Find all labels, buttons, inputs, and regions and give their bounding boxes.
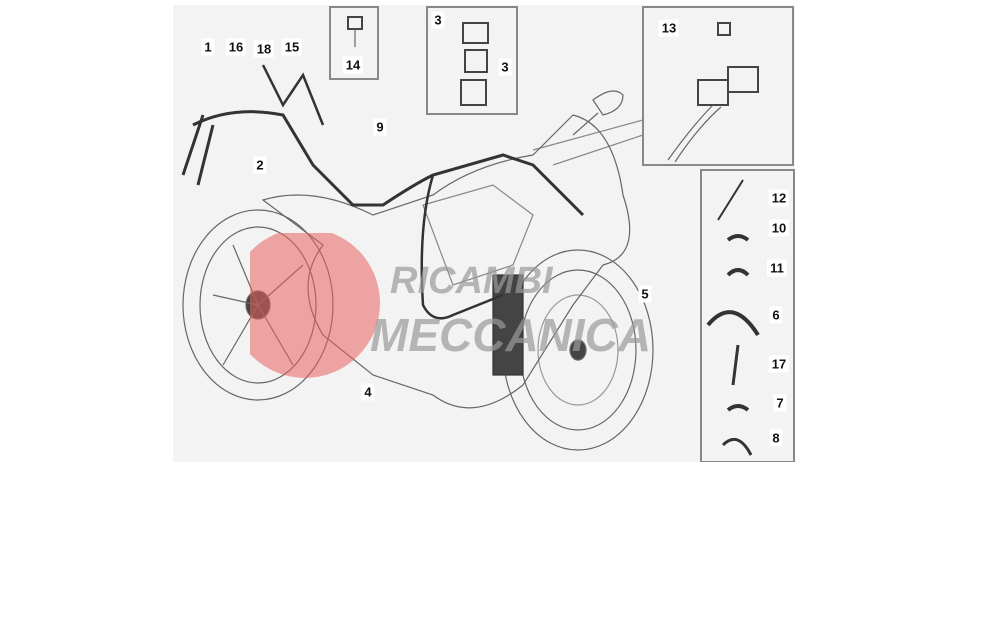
callout-14: 14 — [342, 56, 364, 74]
callout-9: 9 — [373, 118, 387, 136]
callout-15: 15 — [281, 38, 303, 56]
callout-7: 7 — [773, 394, 787, 412]
callout-1: 1 — [201, 38, 215, 56]
callout-10: 10 — [768, 219, 790, 237]
callout-18: 18 — [253, 40, 275, 58]
callout-6: 6 — [769, 306, 783, 324]
callout-3-lower: 3 — [498, 58, 512, 76]
callout-4: 4 — [361, 383, 375, 401]
inset-box-3 — [426, 6, 518, 115]
callout-11: 11 — [767, 259, 787, 277]
motorcycle-drawing — [181, 6, 795, 462]
callout-16: 16 — [225, 38, 247, 56]
callout-13: 13 — [658, 19, 680, 37]
callout-12: 12 — [768, 189, 790, 207]
callout-8: 8 — [769, 429, 783, 447]
inset-box-13 — [642, 6, 794, 166]
parts-diagram: RICAMBI MECCANICA 1 16 18 15 14 3 3 9 2 … — [173, 5, 795, 462]
radiator — [492, 274, 524, 376]
callout-5: 5 — [638, 285, 652, 303]
callout-3-top: 3 — [431, 11, 445, 29]
callout-2: 2 — [253, 156, 267, 174]
fairing — [261, 114, 631, 409]
main-harness — [192, 110, 585, 217]
callout-17: 17 — [768, 355, 790, 373]
inset-box-small-parts — [700, 169, 795, 462]
inset-box-14 — [329, 6, 379, 80]
